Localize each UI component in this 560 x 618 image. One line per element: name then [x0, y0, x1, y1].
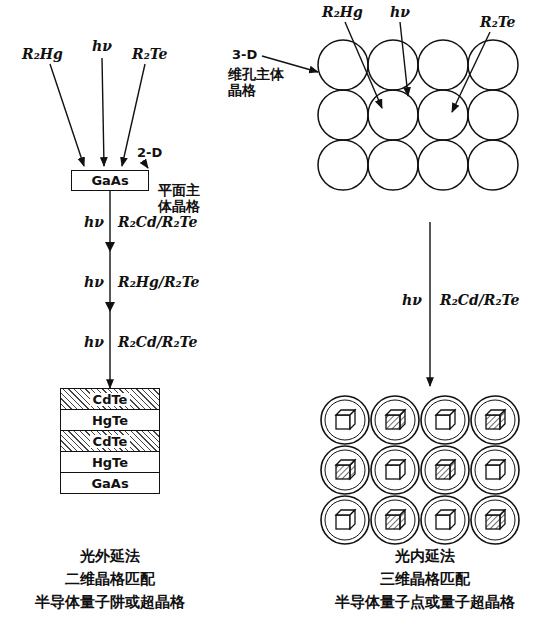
layer-box: GaAs [60, 472, 160, 494]
reagent-label: hν [390, 4, 410, 20]
layer-name: GaAs [91, 477, 128, 490]
reagent-label: R₂Cd/R₂Te [440, 292, 519, 308]
layer-name: HgTe [92, 456, 128, 469]
reagent-label: hν [84, 334, 104, 350]
reagent-label: R₂Hg [322, 4, 363, 20]
annotation: 维孔主体晶格 [228, 66, 284, 98]
caption-text: 半导体量子点或量子超晶格 [335, 594, 515, 611]
substrate-box: GaAs [71, 170, 149, 191]
annotation: 2-D [137, 146, 162, 161]
caption-text: 半导体量子阱或超晶格 [35, 594, 185, 611]
reagent-label: hν [84, 214, 104, 230]
caption-text: 三维晶格匹配 [380, 571, 470, 588]
porous-host-lattice [318, 40, 518, 190]
reagent-label: hν [84, 274, 104, 290]
annotation: 平面主体晶格 [158, 182, 200, 214]
reagent-label: R₂Hg/R₂Te [118, 274, 199, 290]
process-arrow [109, 191, 110, 388]
reagent-label: R₂Cd/R₂Te [118, 214, 197, 230]
caption-text: 二维晶格匹配 [65, 571, 155, 588]
reagent-label: hν [92, 38, 112, 54]
layer-box: HgTe [60, 409, 160, 431]
reagent-label: R₂Hg [22, 46, 63, 62]
reagent-arrows [50, 22, 490, 386]
layer-box: HgTe [60, 451, 160, 473]
layer-name: HgTe [92, 414, 128, 427]
caption-text: 光外延法 [80, 548, 140, 565]
annotation: 3-D [232, 48, 257, 63]
quantum-dot-lattice [321, 396, 519, 544]
reagent-label: R₂Te [480, 14, 516, 30]
layer-box: CdTe [60, 388, 160, 410]
layer-box: CdTe [60, 430, 160, 452]
layer-name: GaAs [91, 174, 128, 187]
reagent-label: R₂Cd/R₂Te [118, 334, 197, 350]
layer-name: CdTe [90, 435, 131, 448]
reagent-label: hν [402, 292, 422, 308]
layer-name: CdTe [90, 393, 131, 406]
reagent-label: R₂Te [132, 46, 168, 62]
caption-text: 光内延法 [395, 548, 455, 565]
